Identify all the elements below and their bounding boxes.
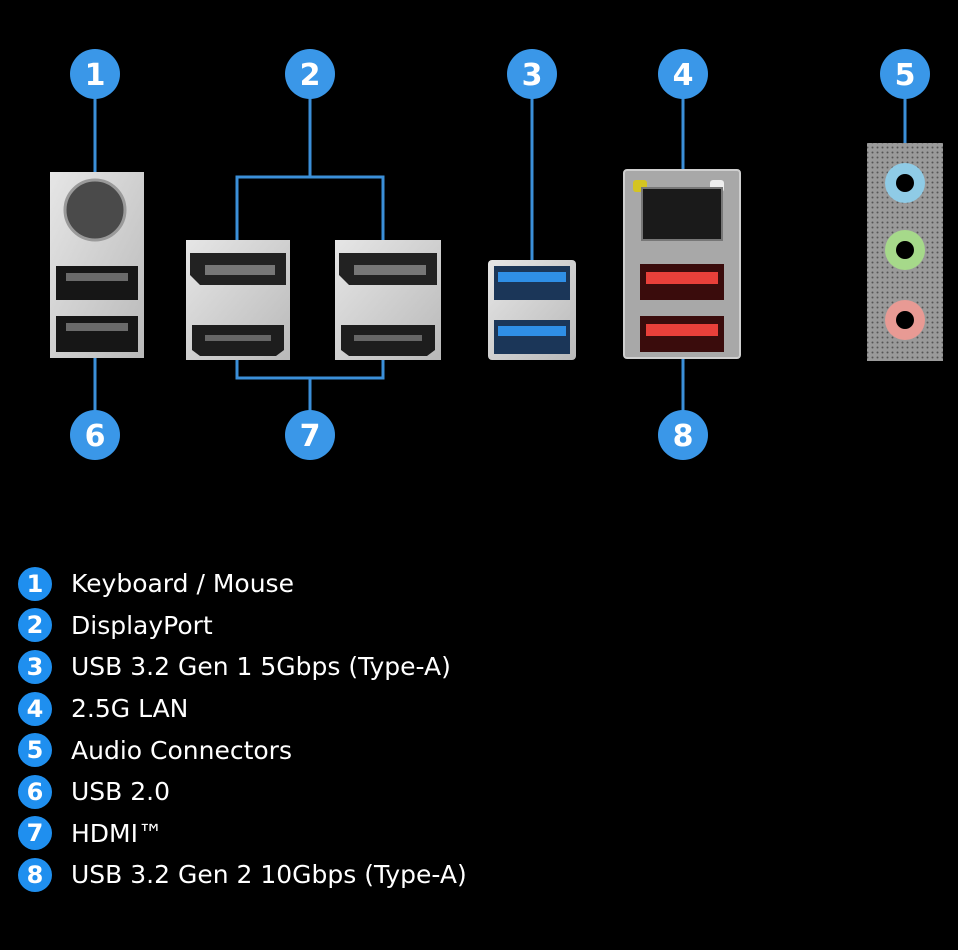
callout-3: 3 (507, 49, 557, 99)
legend-item: 8 USB 3.2 Gen 2 10Gbps (Type-A) (18, 854, 467, 896)
legend-label: 2.5G LAN (71, 694, 189, 724)
callout-5: 5 (880, 49, 930, 99)
rear-io-diagram: 1 2 3 4 5 6 7 8 (50, 49, 943, 460)
svg-text:8: 8 (673, 419, 694, 454)
legend-number-badge: 2 (18, 608, 52, 643)
svg-text:3: 3 (522, 58, 543, 93)
legend-number-badge: 7 (18, 816, 52, 851)
legend-label: USB 3.2 Gen 1 5Gbps (Type-A) (71, 652, 451, 682)
legend-label: Audio Connectors (71, 735, 292, 765)
legend-number-badge: 1 (18, 566, 52, 601)
legend-label: DisplayPort (71, 610, 213, 640)
legend-item: 4 2.5G LAN (18, 688, 467, 730)
lan-usb-gen2-block (623, 169, 741, 359)
legend-item: 6 USB 2.0 (18, 771, 467, 813)
usb-2-0-port (56, 266, 138, 300)
callout-4: 4 (658, 49, 708, 99)
legend-item: 7 HDMI™ (18, 813, 467, 855)
legend-label: HDMI™ (71, 818, 163, 848)
usb-gen1-block (488, 260, 576, 360)
legend-number-badge: 5 (18, 733, 52, 768)
callout-2: 2 (285, 49, 335, 99)
legend-number-badge: 6 (18, 774, 52, 809)
legend-label: USB 2.0 (71, 777, 171, 807)
callout-badges: 1 2 3 4 5 6 7 8 (70, 49, 930, 460)
legend-item: 5 Audio Connectors (18, 729, 467, 771)
usb-2-0-port (56, 316, 138, 352)
dp-hdmi-block-right (335, 240, 441, 360)
svg-text:7: 7 (300, 419, 321, 454)
svg-text:6: 6 (85, 419, 106, 454)
legend-item: 2 DisplayPort (18, 605, 467, 647)
ps2-usb2-block (50, 172, 144, 358)
ps2-port (63, 178, 127, 242)
audio-block (867, 143, 943, 361)
lan-port (641, 187, 723, 241)
legend-number-badge: 3 (18, 649, 52, 684)
callout-7: 7 (285, 410, 335, 460)
svg-text:5: 5 (895, 58, 916, 93)
legend-number-badge: 8 (18, 857, 52, 892)
callout-8: 8 (658, 410, 708, 460)
svg-text:2: 2 (300, 58, 321, 93)
callout-6: 6 (70, 410, 120, 460)
usb-3-2-gen1-port (494, 266, 570, 300)
svg-text:1: 1 (85, 58, 106, 93)
legend-item: 1 Keyboard / Mouse (18, 563, 467, 605)
legend-label: Keyboard / Mouse (71, 569, 294, 599)
dp-hdmi-block-left (186, 240, 290, 360)
legend-label: USB 3.2 Gen 2 10Gbps (Type-A) (71, 860, 467, 890)
callout-1: 1 (70, 49, 120, 99)
svg-text:4: 4 (673, 58, 694, 93)
legend-item: 3 USB 3.2 Gen 1 5Gbps (Type-A) (18, 646, 467, 688)
legend-number-badge: 4 (18, 691, 52, 726)
usb-3-2-gen1-port (494, 320, 570, 354)
